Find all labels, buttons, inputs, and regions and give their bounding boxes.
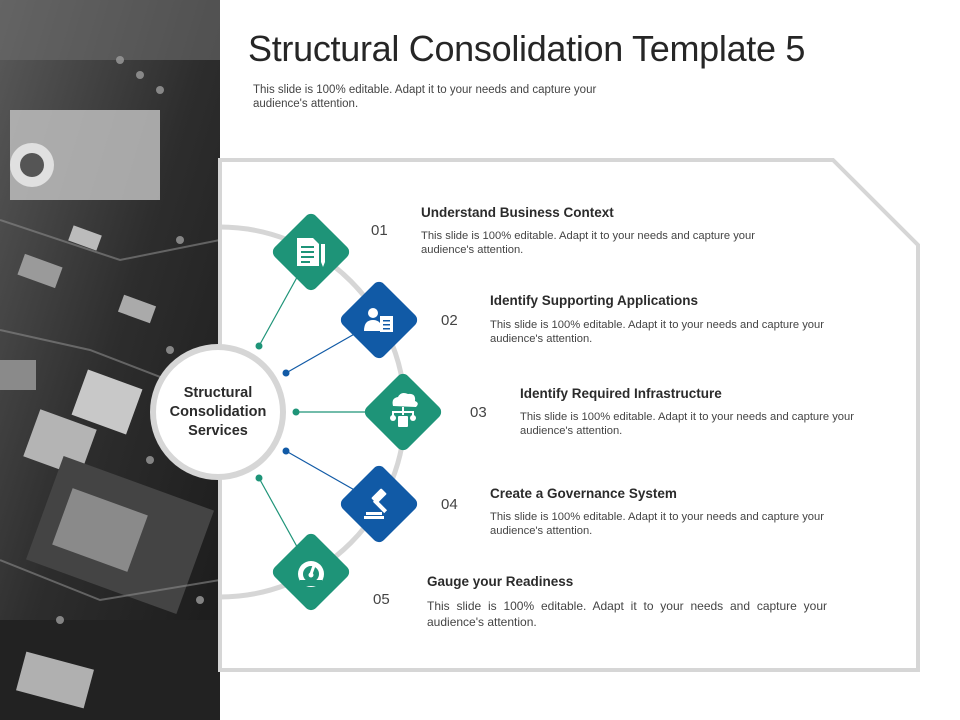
connector-dot-01 bbox=[255, 342, 263, 350]
user-document-icon bbox=[364, 308, 393, 332]
connector-dot-03 bbox=[292, 408, 300, 416]
step-number: 05 bbox=[373, 591, 390, 608]
center-label-line: Consolidation bbox=[169, 404, 267, 420]
step-description: This slide is 100% editable. Adapt it to… bbox=[427, 599, 827, 629]
diamond-05 bbox=[272, 533, 350, 611]
step-title: Create a Governance System bbox=[490, 486, 677, 501]
connector-01 bbox=[258, 251, 312, 347]
step-title: Identify Supporting Applications bbox=[490, 293, 698, 308]
step-description: This slide is 100% editable. Adapt it to… bbox=[520, 411, 854, 437]
connector-05 bbox=[258, 477, 312, 573]
step-description: This slide is 100% editable. Adapt it to… bbox=[490, 319, 824, 345]
step-number: 01 bbox=[371, 222, 388, 239]
diamond-03 bbox=[364, 373, 442, 451]
diamond-02 bbox=[340, 281, 418, 359]
diamond-04 bbox=[340, 465, 418, 543]
speedometer-icon bbox=[298, 561, 324, 587]
step-number: 02 bbox=[441, 312, 458, 329]
step-title: Gauge your Readiness bbox=[427, 574, 574, 589]
step-description: This slide is 100% editable. Adapt it to… bbox=[490, 511, 824, 537]
step-number: 04 bbox=[441, 496, 458, 513]
circuit-board-photo bbox=[0, 0, 220, 720]
center-label-line: Structural bbox=[183, 385, 253, 401]
page-title: Structural Consolidation Template 5 bbox=[248, 28, 806, 69]
connector-dot-04 bbox=[282, 447, 290, 455]
connector-02 bbox=[285, 319, 380, 374]
connector-04 bbox=[285, 450, 380, 505]
connector-dot-02 bbox=[282, 369, 290, 377]
step-description: This slide is 100% editable. Adapt it to… bbox=[421, 230, 755, 256]
gavel-icon bbox=[364, 488, 388, 519]
center-label-line: Services bbox=[188, 423, 248, 439]
page-subtitle: This slide is 100% editable. Adapt it to… bbox=[253, 84, 597, 110]
cloud-network-icon bbox=[390, 393, 418, 427]
center-label: Structural Consolidation Services bbox=[160, 384, 276, 441]
step-number: 03 bbox=[470, 404, 487, 421]
connector-dot-05 bbox=[255, 474, 263, 482]
document-pencil-icon bbox=[297, 238, 325, 267]
step-title: Understand Business Context bbox=[421, 205, 614, 220]
diamond-01 bbox=[272, 213, 350, 291]
step-title: Identify Required Infrastructure bbox=[520, 386, 722, 401]
